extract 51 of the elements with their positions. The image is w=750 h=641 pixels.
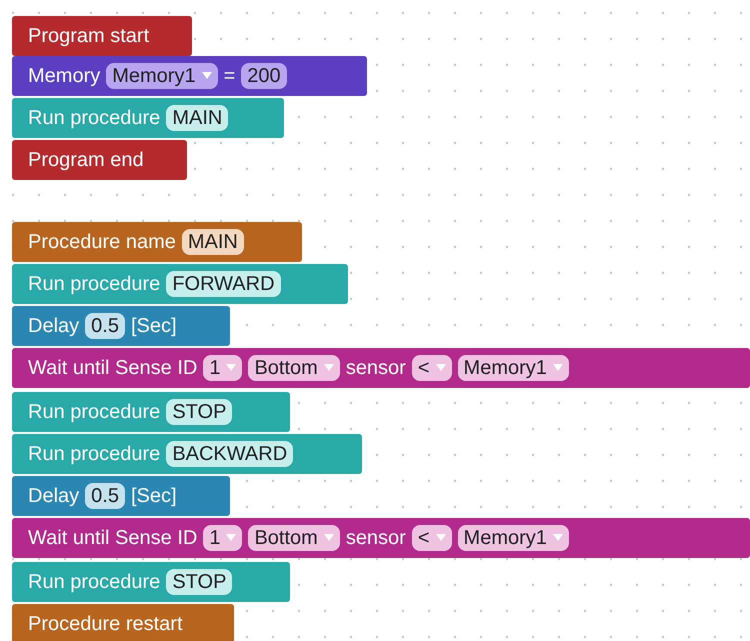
code-block	[12, 264, 348, 304]
code-block	[12, 604, 234, 641]
dropdown-field: Bottom	[248, 355, 340, 381]
input-field: MAIN	[166, 105, 228, 131]
block-label: Run procedure	[28, 272, 160, 296]
input-field: FORWARD	[166, 271, 281, 297]
dropdown-field: <	[412, 355, 452, 381]
dropdown-field: 1	[203, 355, 242, 381]
block-label: Run procedure	[28, 106, 160, 130]
block-label: Run procedure	[28, 442, 160, 466]
code-block	[12, 562, 290, 602]
code-block	[12, 98, 284, 138]
input-field: STOP	[166, 399, 232, 425]
block-label: Wait until Sense ID	[28, 526, 198, 550]
block-label: Procedure restart	[28, 612, 183, 636]
block-label: sensor	[346, 356, 406, 380]
block-label: Program end	[28, 148, 144, 172]
code-block	[12, 392, 290, 432]
block-label: Run procedure	[28, 570, 160, 594]
code-block	[12, 348, 750, 388]
code-block	[12, 56, 367, 96]
block-label: [Sec]	[130, 314, 177, 338]
code-block	[12, 222, 302, 262]
block-label: sensor	[346, 526, 406, 550]
code-block	[12, 434, 362, 474]
input-field: 0.5	[85, 313, 125, 339]
code-block	[12, 518, 750, 558]
code-block	[12, 16, 192, 56]
dropdown-field: 1	[203, 525, 242, 551]
block-label: Run procedure	[28, 400, 160, 424]
input-field: MAIN	[182, 229, 244, 255]
block-label: Program start	[28, 24, 150, 48]
input-field: 200	[241, 63, 287, 89]
dropdown-field: Memory1	[106, 63, 218, 89]
input-field: 0.5	[85, 483, 125, 509]
block-label: [Sec]	[130, 484, 177, 508]
block-label: Delay	[28, 314, 80, 338]
block-label: Memory	[28, 64, 100, 88]
block-label: =	[224, 64, 236, 88]
code-block	[12, 140, 187, 180]
dropdown-field: <	[412, 525, 452, 551]
code-block	[12, 306, 230, 346]
input-field: STOP	[166, 569, 232, 595]
block-label: Wait until Sense ID	[28, 356, 198, 380]
code-block	[12, 476, 230, 516]
input-field: BACKWARD	[166, 441, 294, 467]
dropdown-field: Memory1	[458, 525, 569, 551]
block-label: Procedure name	[28, 230, 176, 254]
dropdown-field: Bottom	[248, 525, 340, 551]
block-label: Delay	[28, 484, 80, 508]
dropdown-field: Memory1	[458, 355, 569, 381]
